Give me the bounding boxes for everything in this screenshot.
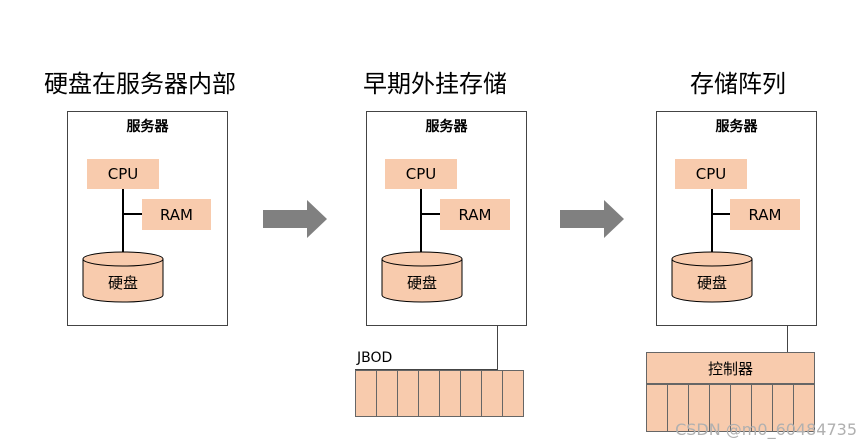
- disk-slot: [377, 371, 398, 416]
- disk-cylinder: [82, 251, 164, 303]
- disk-slot: [752, 385, 773, 431]
- disk-slot: [689, 385, 710, 431]
- ram-connector: [420, 213, 440, 215]
- bus-line: [420, 189, 422, 254]
- column-title-internal: 硬盘在服务器内部: [44, 70, 236, 98]
- external-connection-line: [497, 326, 498, 370]
- disk-slot: [503, 371, 523, 416]
- ram-box: RAM: [440, 199, 510, 230]
- ram-connector: [122, 213, 142, 215]
- server-label: 服务器: [126, 119, 169, 135]
- server-label: 服务器: [425, 119, 468, 135]
- jbod-label: JBOD: [357, 350, 393, 366]
- cpu-box: CPU: [87, 159, 159, 189]
- disk-slot: [731, 385, 752, 431]
- disk-slot: [773, 385, 794, 431]
- ram-box: RAM: [142, 199, 211, 230]
- disk-cylinder: [671, 251, 753, 303]
- controller-box: 控制器: [646, 352, 815, 384]
- ram-connector: [711, 213, 730, 215]
- controller-connection-line: [787, 326, 788, 352]
- array-disk-shelf: [646, 384, 815, 432]
- arrow-right-icon: [560, 200, 624, 238]
- disk-slot: [440, 371, 461, 416]
- arrow-right-icon: [263, 200, 327, 238]
- disk-slot: [710, 385, 731, 431]
- bus-line: [122, 189, 124, 254]
- disk-slot: [398, 371, 419, 416]
- external-connection-line: [355, 369, 498, 370]
- disk-cylinder: [381, 251, 463, 303]
- disk-label: 硬盘: [406, 274, 437, 292]
- cpu-box: CPU: [385, 159, 457, 189]
- server-label: 服务器: [715, 119, 758, 135]
- disk-label: 硬盘: [107, 274, 138, 292]
- column-title-early-external: 早期外挂存储: [363, 70, 507, 98]
- cpu-box: CPU: [675, 159, 747, 189]
- jbod-disk-shelf: [355, 370, 524, 417]
- ram-box: RAM: [730, 199, 800, 230]
- disk-slot: [461, 371, 482, 416]
- disk-label: 硬盘: [696, 274, 727, 292]
- disk-slot: [668, 385, 689, 431]
- column-title-storage-array: 存储阵列: [690, 70, 786, 98]
- disk-slot: [356, 371, 377, 416]
- disk-slot: [647, 385, 668, 431]
- disk-slot: [419, 371, 440, 416]
- watermark: CSDN @m0_60484735: [675, 420, 857, 439]
- disk-slot: [482, 371, 503, 416]
- disk-slot: [794, 385, 814, 431]
- bus-line: [711, 189, 713, 254]
